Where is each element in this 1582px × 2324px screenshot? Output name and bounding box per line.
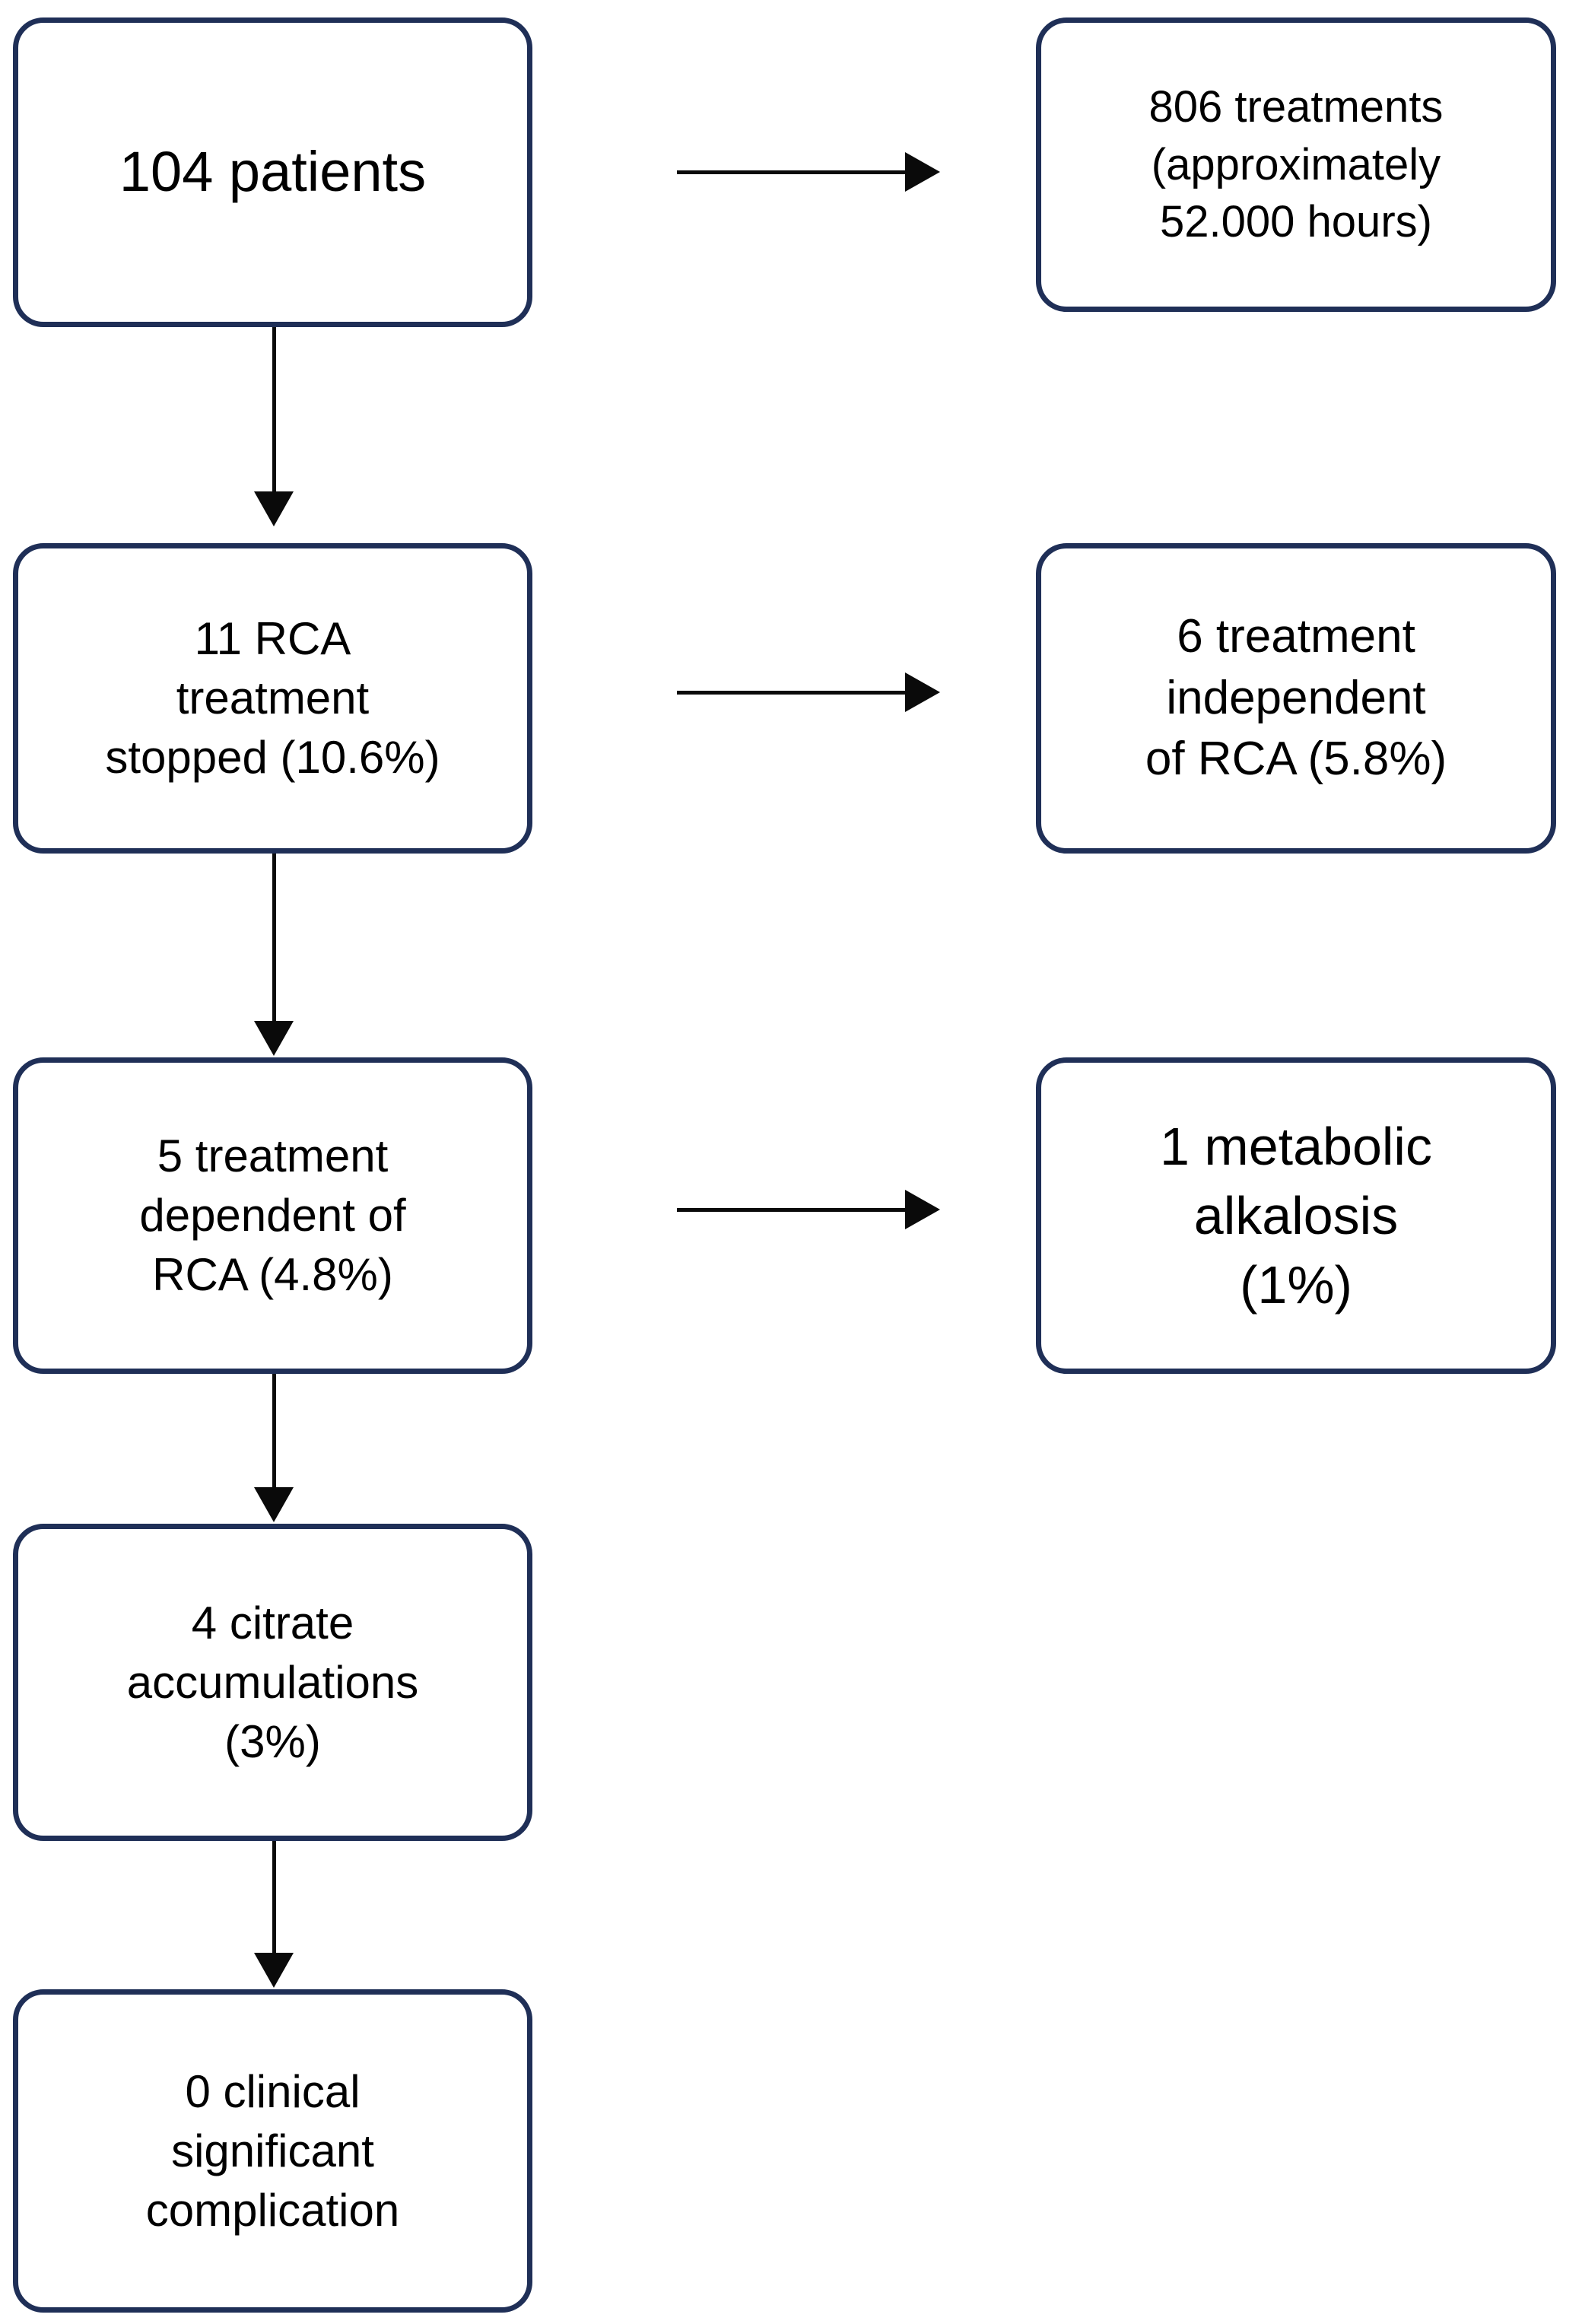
arrow-shaft	[677, 170, 909, 174]
arrow-shaft	[272, 1374, 276, 1489]
node-treatment-dependent-of-rca: 5 treatment dependent of RCA (4.8%)	[13, 1057, 532, 1374]
arrow-shaft	[272, 854, 276, 1022]
arrowhead-right-icon	[905, 1190, 940, 1229]
arrowhead-down-icon	[254, 491, 294, 526]
arrowhead-down-icon	[254, 1953, 294, 1988]
node-patients: 104 patients	[13, 17, 532, 327]
node-treatments: 806 treatments (approximately 52.000 hou…	[1036, 17, 1556, 312]
arrowhead-right-icon	[905, 672, 940, 712]
arrow-shaft	[272, 327, 276, 493]
arrowhead-down-icon	[254, 1021, 294, 1056]
node-treatment-independent-of-rca: 6 treatment independent of RCA (5.8%)	[1036, 543, 1556, 854]
arrow-shaft	[677, 1208, 909, 1212]
node-clinical-significant-complication: 0 clinical significant complication	[13, 1989, 532, 2313]
arrowhead-down-icon	[254, 1487, 294, 1522]
arrow-shaft	[272, 1841, 276, 1955]
arrow-shaft	[677, 691, 909, 695]
node-rca-treatment-stopped: 11 RCA treatment stopped (10.6%)	[13, 543, 532, 854]
arrowhead-right-icon	[905, 152, 940, 192]
node-citrate-accumulations: 4 citrate accumulations (3%)	[13, 1524, 532, 1841]
node-metabolic-alkalosis: 1 metabolic alkalosis (1%)	[1036, 1057, 1556, 1374]
